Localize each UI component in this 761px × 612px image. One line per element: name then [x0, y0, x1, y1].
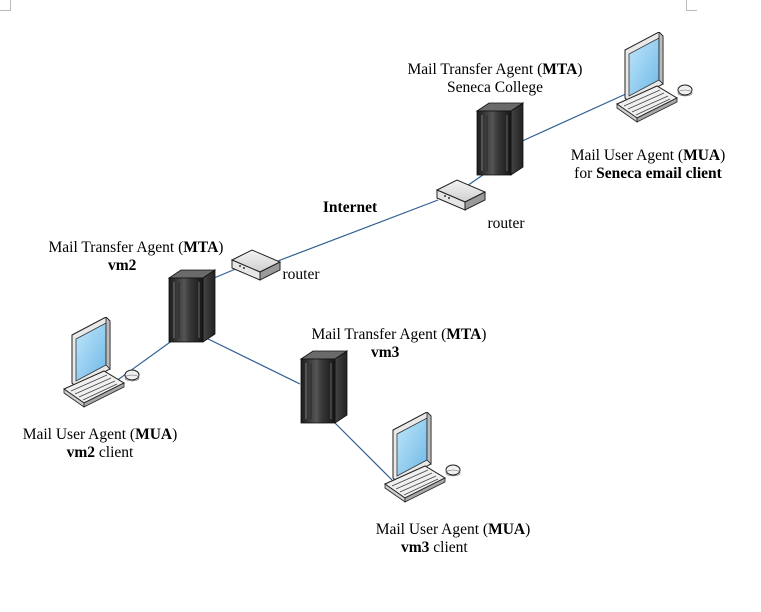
mta-vm2-label: Mail Transfer Agent (MTA) vm2 — [48, 239, 224, 274]
server-tower-icon — [165, 268, 217, 344]
router-top-label: router — [487, 215, 525, 232]
page-corner-mark-right — [686, 0, 697, 11]
desktop-computer-icon — [615, 32, 695, 132]
mua-vm3-label: Mail User Agent (MUA) vm3 client — [375, 521, 531, 556]
router-icon — [435, 178, 487, 214]
mta-vm3-label: Mail Transfer Agent (MTA) vm3 — [311, 326, 487, 361]
router-left-label: router — [282, 266, 320, 283]
link-router-to-vm2-mta — [213, 267, 239, 279]
desktop-computer-icon — [62, 317, 142, 417]
server-tower-icon — [473, 101, 525, 177]
internet-label: Internet — [322, 199, 378, 216]
mua-vm2-label: Mail User Agent (MUA) vm2 client — [22, 426, 178, 461]
link-router-to-router-internet — [269, 199, 439, 265]
link-vm2-mta-to-vm2-mua — [111, 334, 181, 385]
mta-seneca-label: Mail Transfer Agent (MTA) Seneca College — [407, 61, 583, 96]
link-vm2-mta-to-vm3-mta — [199, 334, 301, 385]
link-vm3-mta-to-vm3-mua — [331, 419, 393, 481]
link-seneca-mta-to-mua — [519, 92, 629, 143]
page-corner-mark-left — [0, 0, 11, 11]
desktop-computer-icon — [383, 412, 463, 512]
mua-seneca-label: Mail User Agent (MUA) for Seneca email c… — [570, 147, 726, 182]
